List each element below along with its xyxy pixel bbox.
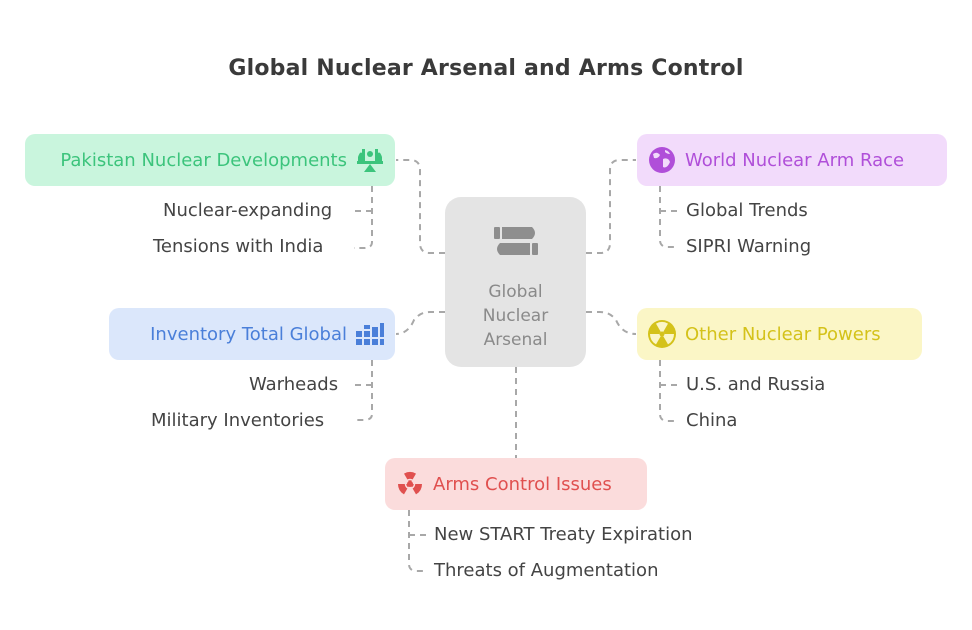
city-grid-icon [355,321,385,347]
leaf-tensions-with-india: Tensions with India [153,236,324,257]
diagram-title: Global Nuclear Arsenal and Arms Control [228,56,744,81]
leaf-nuclear-expanding: Nuclear-expanding [163,200,333,221]
center-label: Global Nuclear Arsenal [482,282,549,350]
leaf-threats-of-augmentation: Threats of Augmentation [434,560,659,581]
branch-inventory-label: Inventory Total Global [150,323,347,345]
leaf-global-trends: Global Trends [686,200,808,221]
leaf-china: China [686,410,738,431]
branch-world[interactable]: World Nuclear Arm Race [637,134,947,186]
leaf-new-start-treaty-expiration: New START Treaty Expiration [434,524,693,545]
branch-other[interactable]: Other Nuclear Powers [637,308,922,360]
radiation-hazard-icon [395,469,425,499]
leaf-sipri-warning: SIPRI Warning [686,236,812,257]
leaf-warheads: Warheads [249,374,339,395]
branch-arms-label: Arms Control Issues [433,473,612,495]
bullets-icon [492,221,540,268]
globe-icon [647,145,677,175]
leaf-us-and-russia: U.S. and Russia [686,374,826,395]
branch-pakistan[interactable]: Pakistan Nuclear Developments [25,134,395,186]
branch-other-label: Other Nuclear Powers [685,323,881,345]
leaf-military-inventories: Military Inventories [151,410,325,431]
center-node[interactable]: Global Nuclear Arsenal [445,197,586,367]
branch-world-label: World Nuclear Arm Race [685,149,905,171]
radiation-icon [647,319,677,349]
branch-inventory[interactable]: Inventory Total Global [109,308,395,360]
nuclear-plant-icon [355,145,385,175]
branch-pakistan-label: Pakistan Nuclear Developments [60,149,347,171]
branch-arms[interactable]: Arms Control Issues [385,458,647,510]
